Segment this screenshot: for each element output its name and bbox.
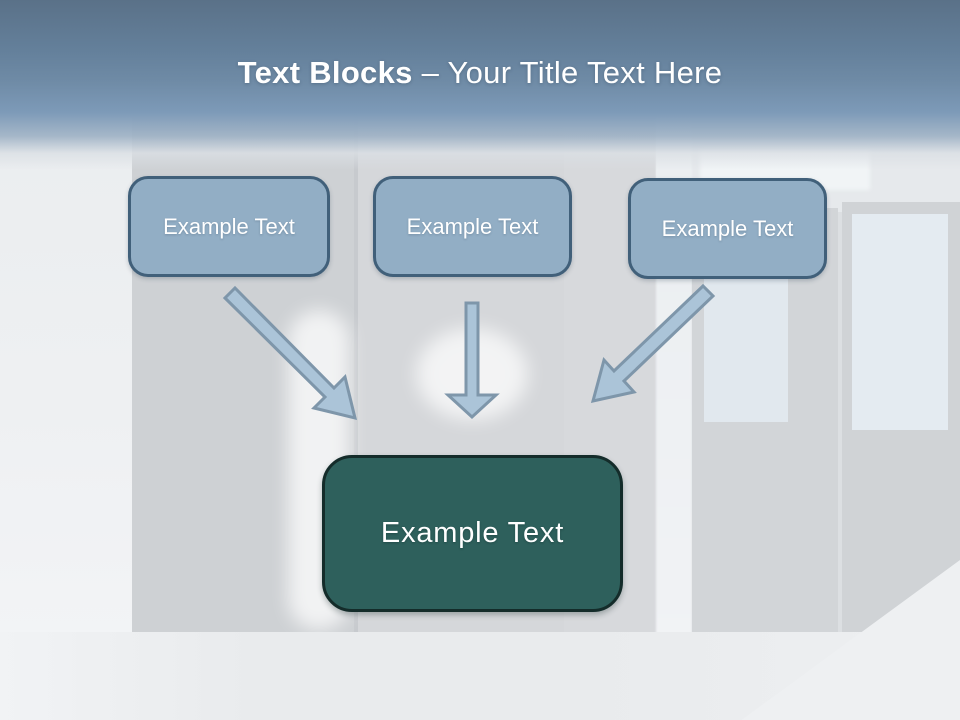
- background-cable-bundle: [416, 328, 528, 420]
- text-block-3[interactable]: Example Text: [628, 178, 827, 279]
- text-block-3-label: Example Text: [661, 215, 794, 241]
- slide-title-subtext: – Your Title Text Here: [412, 55, 723, 90]
- text-block-2-label: Example Text: [406, 213, 539, 239]
- text-block-2[interactable]: Example Text: [373, 176, 572, 277]
- slide-title[interactable]: Text Blocks – Your Title Text Here: [0, 54, 960, 92]
- result-block-label: Example Text: [380, 517, 565, 549]
- result-block[interactable]: Example Text: [322, 455, 623, 612]
- text-block-1[interactable]: Example Text: [128, 176, 330, 277]
- background-rack-window: [852, 214, 948, 430]
- title-bar: Text Blocks – Your Title Text Here: [0, 0, 960, 170]
- slide-title-emphasis: Text Blocks: [237, 55, 413, 90]
- text-block-1-label: Example Text: [163, 213, 295, 239]
